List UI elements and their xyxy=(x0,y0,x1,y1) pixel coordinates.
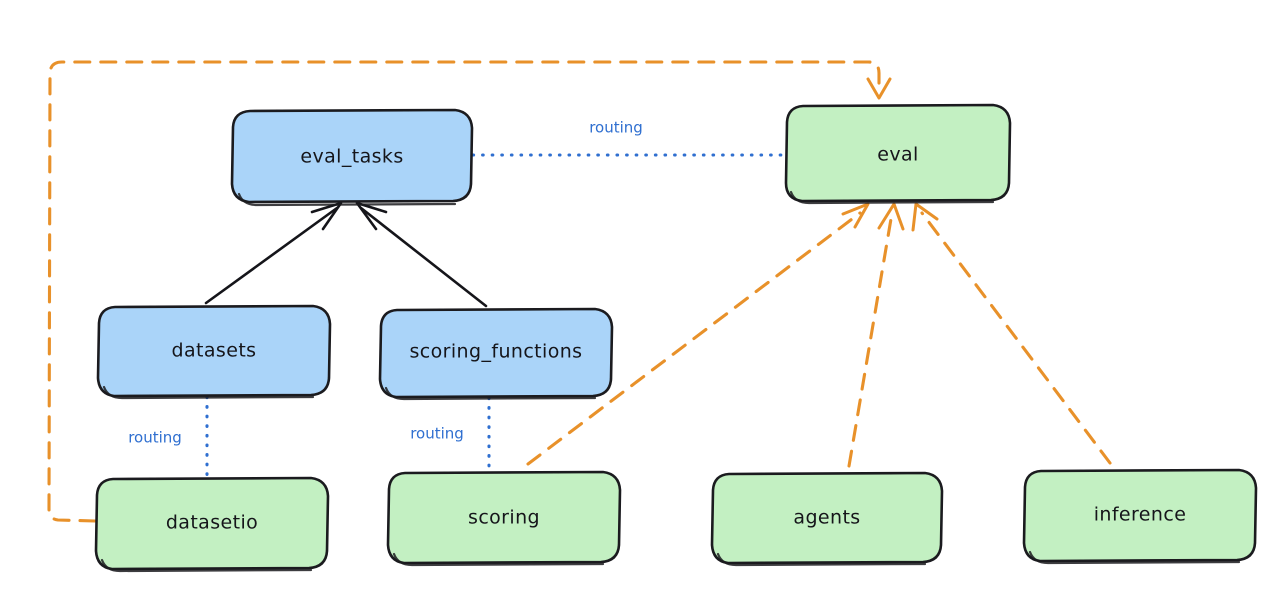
edge-datasets-to-datasetio: routing xyxy=(128,395,209,478)
edge-scoring-to-eval xyxy=(526,202,870,466)
node-label-scoring: scoring xyxy=(468,507,540,529)
node-datasetio[interactable]: datasetio xyxy=(94,476,330,573)
node-label-datasets: datasets xyxy=(172,340,257,362)
node-inference[interactable]: inference xyxy=(1022,468,1258,565)
edge-scoringfunctions-to-scoring: routing xyxy=(410,396,491,472)
node-scoring-functions[interactable]: scoring_functions xyxy=(378,307,614,401)
node-label-agents: agents xyxy=(793,507,860,529)
node-eval[interactable]: eval xyxy=(784,103,1012,205)
edge-label-routing-scoring: routing xyxy=(410,425,464,443)
edge-agents-to-eval xyxy=(847,202,905,468)
node-label-datasetio: datasetio xyxy=(166,512,258,534)
node-label-eval-tasks: eval_tasks xyxy=(300,146,403,168)
edge-label-routing-top: routing xyxy=(589,119,643,137)
node-label-eval: eval xyxy=(877,144,918,166)
node-eval-tasks[interactable]: eval_tasks xyxy=(230,108,474,207)
node-datasets[interactable]: datasets xyxy=(96,304,332,400)
node-label-inference: inference xyxy=(1094,504,1187,526)
node-label-scoring-functions: scoring_functions xyxy=(410,341,583,363)
edge-evaltasks-to-eval: routing xyxy=(471,119,787,157)
edge-inference-to-eval xyxy=(911,202,1112,465)
edge-label-routing-datasets: routing xyxy=(128,429,182,447)
node-scoring[interactable]: scoring xyxy=(386,470,622,567)
edge-datasets-to-evaltasks xyxy=(204,201,343,305)
node-agents[interactable]: agents xyxy=(710,471,944,567)
edge-scoringfunctions-to-evaltasks xyxy=(355,201,488,308)
edge-datasetio-to-eval xyxy=(47,60,892,523)
